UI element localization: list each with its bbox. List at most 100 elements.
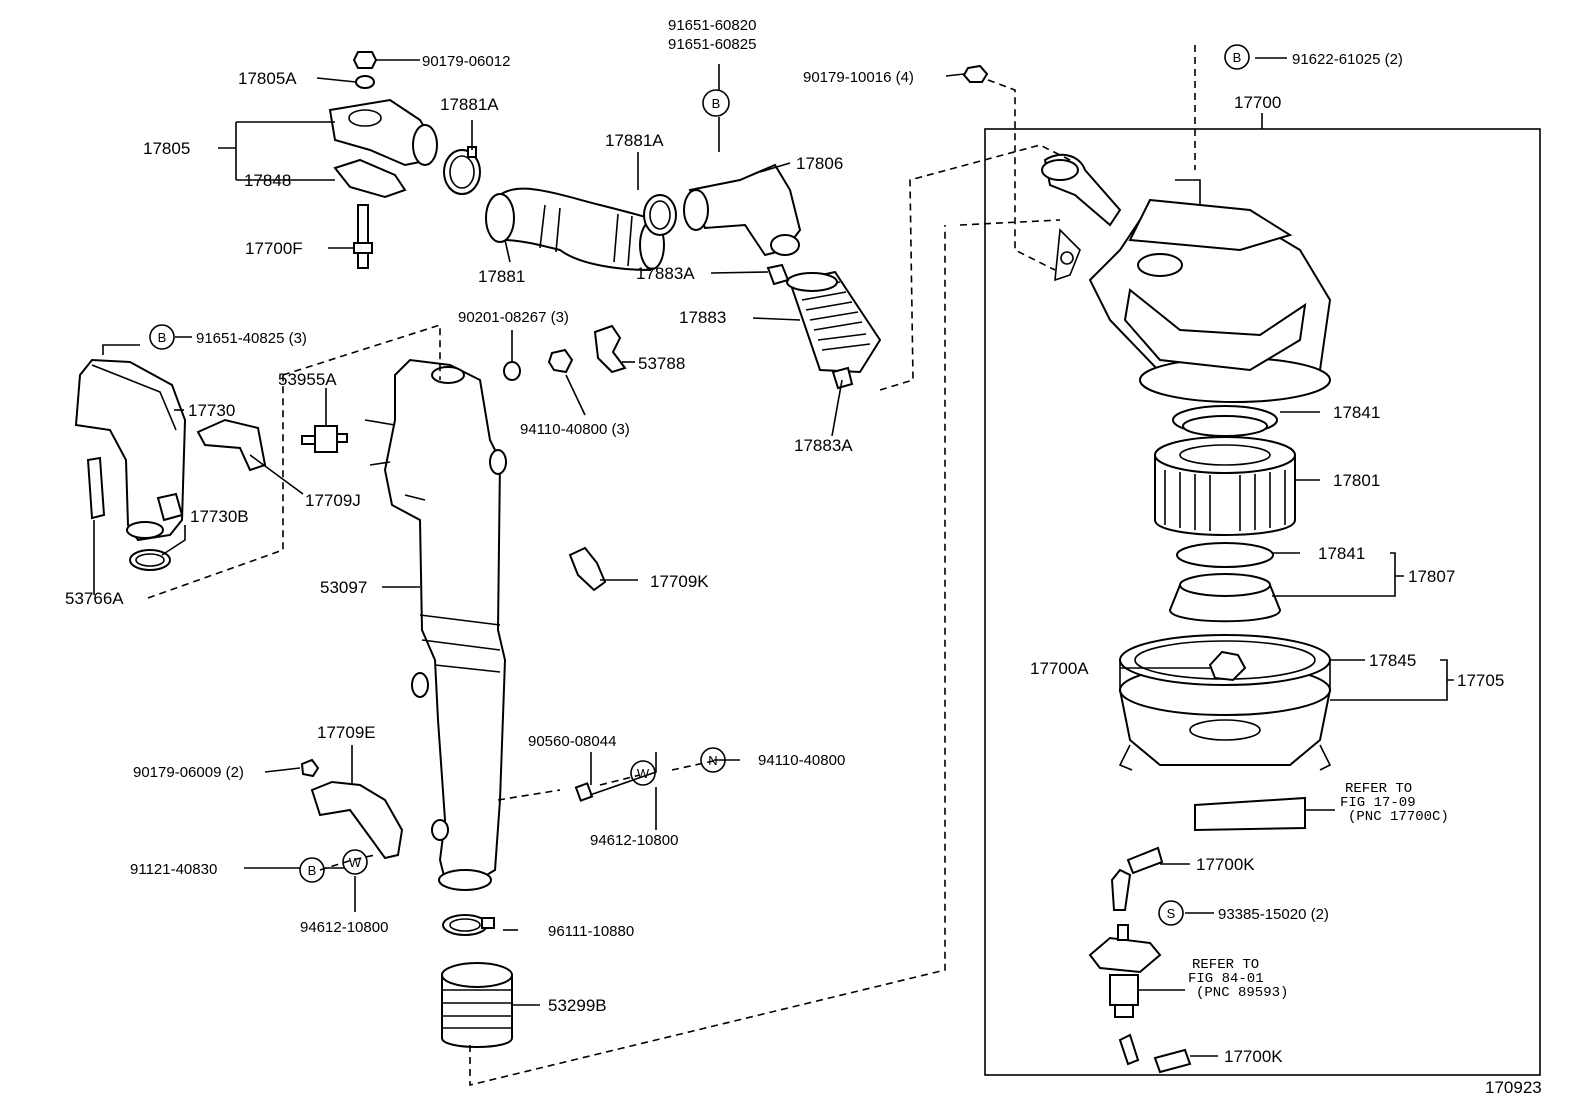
label-91622-61025: 91622-61025 (2) — [1292, 51, 1403, 68]
symbol-b-3: B — [149, 324, 175, 350]
label-17801: 17801 — [1333, 471, 1380, 490]
label-17700a: 17700A — [1030, 659, 1089, 678]
bracket-53788-part — [593, 324, 627, 374]
refer-note-2-line1: REFER TO — [1192, 957, 1259, 973]
figure-number: 170923 — [1485, 1078, 1542, 1097]
label-90560-08044: 90560-08044 — [528, 733, 616, 750]
bracket-17709k-part — [568, 546, 607, 592]
svg-text:B: B — [1233, 50, 1242, 65]
label-94612-10800-1: 94612-10800 — [590, 832, 678, 849]
refer-note-1-line1: REFER TO — [1345, 781, 1412, 797]
symbol-s-1: S — [1158, 900, 1184, 926]
symbol-w-2: W — [630, 760, 656, 786]
label-17700: 17700 — [1234, 93, 1281, 112]
label-53788: 53788 — [638, 354, 685, 373]
resonator-part — [328, 98, 438, 167]
label-17805a: 17805A — [238, 69, 297, 88]
symbol-n-1: N — [700, 747, 726, 773]
spacer-part — [574, 782, 594, 802]
svg-text:B: B — [308, 863, 317, 878]
svg-text:N: N — [708, 753, 717, 768]
hose-clamp-1-part — [443, 146, 481, 195]
clip-part — [1208, 650, 1247, 682]
label-53955a: 53955A — [278, 370, 337, 389]
corrugated-hose-part — [786, 270, 882, 374]
hose-clamp-4-part — [442, 914, 495, 936]
label-17700k-1: 17700K — [1196, 855, 1255, 874]
intake-duct-part — [364, 358, 507, 891]
part-labels: 90179-06012 17805A 17805 17848 17700F 17… — [65, 17, 1542, 1097]
label-17709e: 17709E — [317, 723, 376, 742]
refer-block-part — [1194, 796, 1306, 832]
svg-text:S: S — [1167, 906, 1176, 921]
label-17845: 17845 — [1369, 651, 1416, 670]
label-90179-06012: 90179-06012 — [422, 53, 510, 70]
hose-clip-1-part — [766, 263, 790, 286]
leader-lines — [93, 57, 1454, 1057]
label-17881a-1: 17881A — [440, 95, 499, 114]
label-17841-1: 17841 — [1333, 403, 1380, 422]
label-91651-60820: 91651-60820 — [668, 17, 756, 34]
hose-clamp-2-part — [643, 194, 677, 236]
label-17883a-1: 17883A — [636, 264, 695, 283]
bracket-17709e-part — [310, 780, 404, 860]
label-17883a-2: 17883A — [794, 436, 853, 455]
label-17881: 17881 — [478, 267, 525, 286]
refer-note-2-line2: FIG 84-01 — [1188, 971, 1264, 987]
air-cleaner-cap-part — [1041, 153, 1332, 403]
air-duct-part — [74, 358, 187, 542]
label-90201-08267: 90201-08267 (3) — [458, 309, 569, 326]
refer-note-2-line3: (PNC 89593) — [1196, 985, 1288, 1001]
label-91651-60825: 91651-60825 — [668, 36, 756, 53]
label-17709k: 17709K — [650, 572, 709, 591]
label-94110-40800-3: 94110-40800 (3) — [520, 421, 630, 438]
label-91121-40830: 91121-40830 — [130, 861, 217, 878]
label-17805: 17805 — [143, 139, 190, 158]
label-17881a-2: 17881A — [605, 131, 664, 150]
washer-part — [503, 361, 521, 381]
label-17807: 17807 — [1408, 567, 1455, 586]
intake-hose-part — [485, 187, 665, 272]
filter-gasket-upper-part — [1172, 405, 1278, 437]
label-91651-40825: 91651-40825 (3) — [196, 330, 307, 347]
symbol-b-2: B — [1224, 44, 1250, 70]
air-filter-element-part — [1154, 436, 1296, 536]
symbol-b-1: B — [702, 89, 730, 117]
svg-text:W: W — [349, 855, 362, 870]
element-retainer-part — [1168, 573, 1282, 623]
grommet-part — [355, 75, 375, 89]
filter-gasket-lower-part — [1176, 542, 1274, 568]
label-53766a: 53766A — [65, 589, 124, 608]
hose-lower-part — [1153, 1048, 1192, 1074]
check-valve-part — [301, 425, 348, 453]
label-17730b: 17730B — [190, 507, 249, 526]
nut-part — [352, 51, 378, 69]
label-53097: 53097 — [320, 578, 367, 597]
air-pipe-part — [683, 163, 802, 257]
label-17841-2: 17841 — [1318, 544, 1365, 563]
refer-note-1-line2: FIG 17-09 — [1340, 795, 1416, 811]
bracket-17709j-part — [196, 418, 267, 472]
label-17700f: 17700F — [245, 239, 303, 258]
bolt-part — [353, 204, 373, 269]
label-17883: 17883 — [679, 308, 726, 327]
symbol-b-4: B — [299, 857, 325, 883]
label-17730: 17730 — [188, 401, 235, 420]
label-17700k-2: 17700K — [1224, 1047, 1283, 1066]
vacuum-valve-part — [1088, 924, 1162, 1018]
gasket-part — [333, 158, 407, 199]
label-17705: 17705 — [1457, 671, 1504, 690]
hose-upper-part — [1126, 846, 1164, 875]
svg-text:W: W — [637, 766, 650, 781]
boot-part — [441, 962, 513, 1048]
symbol-w-1: W — [342, 849, 368, 875]
label-53299b: 53299B — [548, 996, 607, 1015]
nut-3-part — [547, 348, 574, 374]
label-94612-10800-2: 94612-10800 — [300, 919, 388, 936]
svg-text:B: B — [712, 96, 721, 111]
refer-note-1-line3: (PNC 17700C) — [1348, 809, 1449, 825]
label-94110-40800: 94110-40800 — [758, 752, 845, 769]
bracket-53766a-part — [86, 456, 106, 520]
air-cleaner-case-part — [1118, 634, 1332, 771]
